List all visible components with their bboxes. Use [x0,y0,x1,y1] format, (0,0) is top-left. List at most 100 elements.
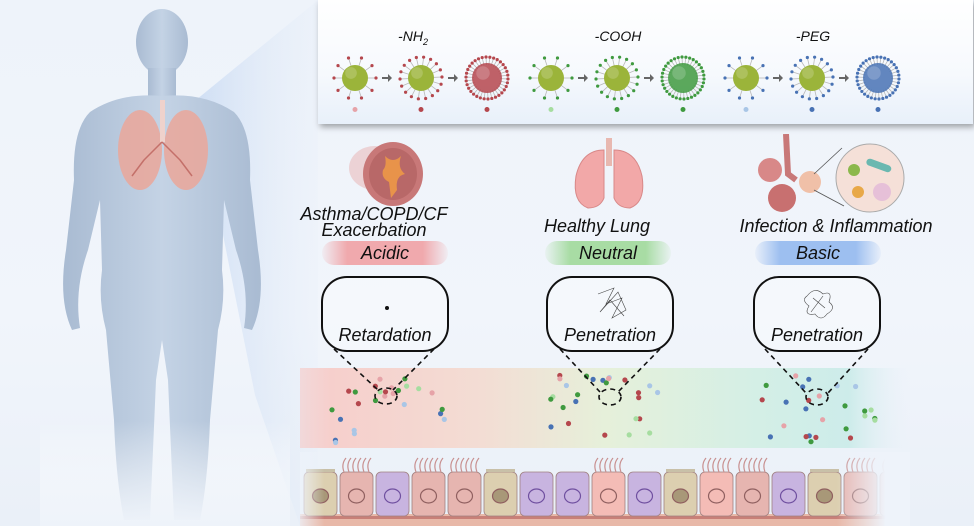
nanoparticle-dot [560,404,566,411]
nanoparticle-dot [429,390,435,396]
nanoparticle-dot [441,416,447,422]
nanoparticle-medium [789,55,835,101]
nanoparticle-dot [404,383,410,389]
particle-size-dot [680,107,686,112]
nanoparticle-dot [816,393,822,399]
arrow-right-icon [644,74,654,82]
nanoparticle-dot [647,383,653,389]
nanoparticle-dot [853,383,859,390]
nanoparticle-dot [842,403,848,409]
nanoparticle-dot [382,393,388,399]
outcome-label: Retardation [338,325,432,345]
nanoparticle-dot [636,395,642,401]
arrow-right-icon [448,74,458,82]
nanoparticle-dot [590,376,596,382]
outcome-label: Penetration [770,325,864,345]
nanoparticle-dot [847,435,854,441]
nanoparticle-dot [602,432,608,438]
healthy-lungs-icon [574,138,644,209]
nanoparticle-dot [563,382,569,389]
nanoparticle-dot [583,373,590,379]
particle-size-dot [484,107,490,112]
nanoparticle-dot [606,375,612,382]
particle-size-dot [418,107,424,112]
nanoparticle-dot [573,398,579,405]
ph-pill-neutral: Neutral [545,241,671,265]
nanoparticle-dot [767,434,773,440]
nanoparticle-dot [390,390,396,397]
peg-label: -PEG [795,28,831,44]
nanoparticle-dot [872,417,878,423]
nanoparticle-dot [868,407,874,413]
nanoparticle-dense [464,55,510,101]
outcome-bubble-neutral: Penetration [546,276,674,352]
stalled-trajectory-icon [385,306,389,310]
nanoparticle-dot [808,439,814,445]
nanoparticle-dense [660,55,706,101]
airway-epithelium [300,452,910,526]
nanoparticle-dot [548,396,554,402]
particle-size-dot [614,107,620,112]
nanoparticle-dot [759,397,765,403]
particle-size-dot [809,107,815,112]
nanoparticle-dot [355,401,361,407]
nanoparticle-dense [855,55,901,101]
diffusion-trajectory-icon [804,290,833,319]
nanoparticle-dot [337,416,344,422]
nanoparticle-dot [346,388,352,394]
nanoparticle-dot [575,392,581,398]
nanoparticle-dot [382,389,389,395]
nanoparticle-dot [862,413,868,419]
nanoparticle-dot [565,420,572,427]
nanoparticle-dot [329,407,335,413]
airway-cross-section-icon [349,142,423,206]
outcome-bubble-acidic: Retardation [321,276,449,352]
nanoparticle-dot [395,387,401,394]
particle-size-dot [352,107,358,112]
nanoparticle-dot [402,376,408,382]
particle-size-dot [743,107,749,112]
nanoparticle-dot [647,430,653,436]
nanoparticle-dot [548,424,554,430]
nanoparticle-dot [843,426,849,432]
nanoparticle-dot [635,390,642,396]
nanoparticle-dot [626,432,632,438]
nanoparticle-dot [820,417,826,423]
nanoparticle-dot [372,383,378,389]
nanoparticle-dot [793,373,799,379]
nh2-label: -NH2 [398,28,428,47]
nanoparticle-sparse [332,56,378,100]
condition-title-acidic: Asthma/COPD/CF Exacerbation [300,204,448,240]
nanoparticle-dot [351,431,357,437]
nanoparticle-dot [377,376,383,382]
outcome-label: Penetration [563,325,657,345]
arrow-right-icon [578,74,588,82]
nanoparticle-dot [834,383,840,389]
nanoparticle-dot [803,434,809,440]
nanoparticle-dot [763,382,769,388]
ph-pill-acidic: Acidic [322,241,448,265]
outcome-bubble-basic: Penetration [753,276,881,352]
condition-title-neutral: Healthy Lung [543,216,651,236]
nanoparticle-sparse [528,56,574,100]
nanoparticle-dot [637,416,643,422]
condition-title-basic: Infection & Inflammation [739,216,933,236]
particle-size-dot [548,107,554,112]
nanoparticle-sparse [723,56,769,100]
mucus-layer [300,368,910,448]
nanoparticle-dot [439,406,445,412]
particle-size-dot [875,107,881,112]
nanoparticle-dot [401,401,407,408]
nanoparticle-dot [377,389,383,395]
nanoparticle-dot [372,397,379,404]
nanoparticle-dot [806,397,812,403]
nanoparticle-dot [800,384,806,390]
nanoparticle-dot [806,376,812,382]
nanoparticle-dot [352,389,358,395]
nanoparticle-dot [438,411,444,417]
arrow-right-icon [773,74,783,82]
inflamed-alveoli-icon [758,134,905,213]
nanoparticle-dot [557,376,563,382]
arrow-right-icon [382,74,392,82]
nanoparticle-dot [633,416,639,422]
